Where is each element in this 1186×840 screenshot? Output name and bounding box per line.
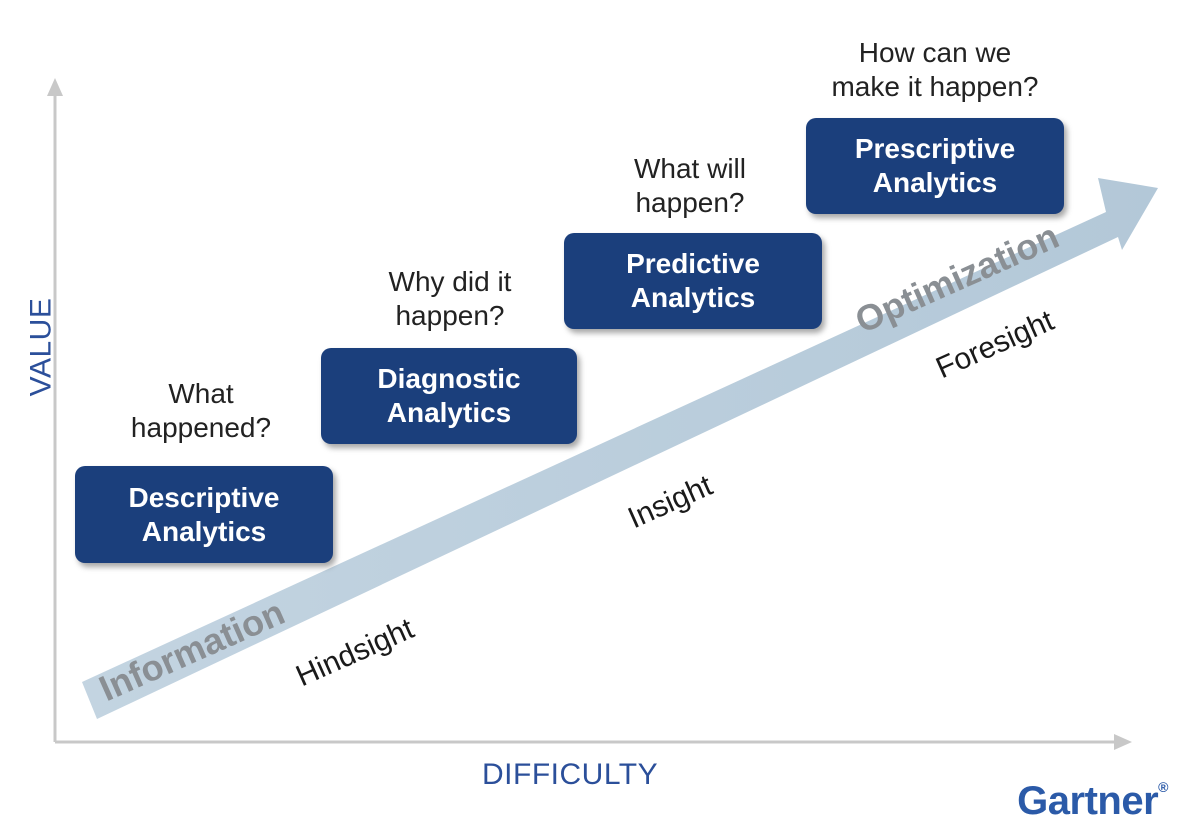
y-axis-arrowhead [47,78,63,96]
question-predictive: What will happen? [633,153,746,218]
x-axis-arrowhead [1114,734,1132,750]
question-prescriptive: How can we make it happen? [831,37,1039,102]
question-descriptive: What happened? [130,378,272,443]
box-diagnostic-analytics: Diagnostic Analytics [321,348,577,444]
question-diagnostic: Why did it happen? [388,266,512,331]
box-descriptive-analytics: Descriptive Analytics [75,466,333,563]
progress-arrow [82,178,1158,719]
gartner-logo: Gartner® [1017,779,1168,823]
y-axis-label: VALUE [24,297,58,397]
box-predictive-analytics: Predictive Analytics [564,233,822,329]
box-prescriptive-analytics: Prescriptive Analytics [806,118,1064,214]
x-axis-label: DIFFICULTY [482,758,659,791]
